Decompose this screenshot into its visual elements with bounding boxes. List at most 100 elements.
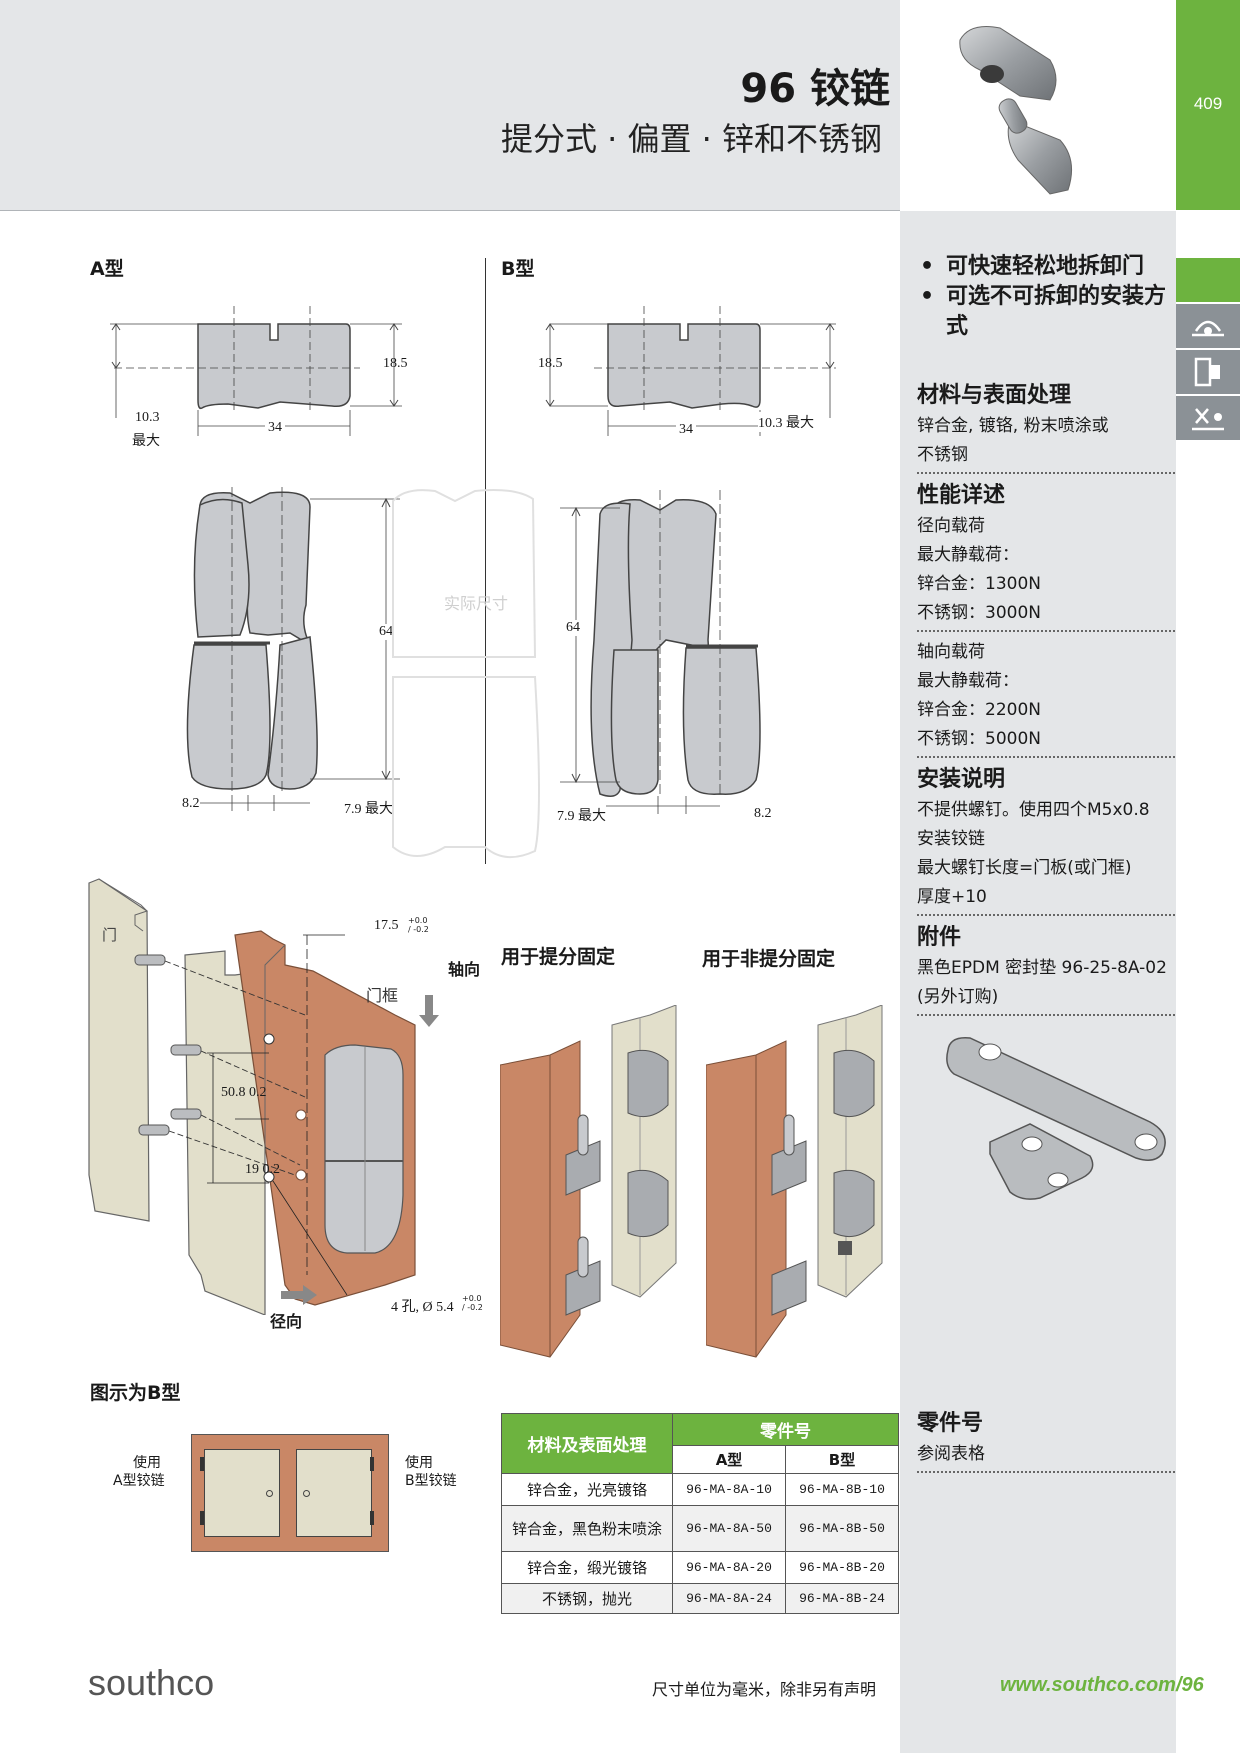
accessory-text: (另外订购): [917, 987, 999, 1007]
material-cell: 锌合金，光亮镀铬: [501, 1473, 673, 1506]
performance-heading: 性能详述: [917, 483, 1006, 508]
tol-17-5: +0.0 / -0.2: [408, 916, 429, 934]
table-header-material: 材料及表面处理: [501, 1413, 673, 1474]
material-text: 不锈钢: [917, 445, 968, 465]
divider: [917, 756, 1175, 758]
type-a-label: A型: [90, 258, 124, 280]
tol-holes: +0.0 / -0.2: [462, 1294, 483, 1312]
type-a-front-view: [170, 485, 410, 829]
spec-sections: 材料与表面处理 锌合金, 镀铬, 粉末喷涂或 不锈钢 性能详述 径向载荷 最大静…: [917, 376, 1177, 1022]
material-cell: 锌合金，黑色粉末喷涂: [501, 1505, 673, 1552]
radial-label: 径向: [270, 1312, 303, 1331]
divider: [917, 914, 1175, 916]
door-diagram-frame: [191, 1434, 389, 1552]
dim-height: 18.5: [538, 356, 563, 371]
page-tab: [1176, 0, 1240, 210]
dim-holes: 4 孔, Ø 5.4: [391, 1300, 454, 1315]
table-row: 锌合金，黑色粉末喷涂 96-MA-8A-50 96-MA-8B-50: [501, 1505, 899, 1552]
table-header-partnum: 零件号: [672, 1413, 899, 1446]
shown-type-b-label: 图示为B型: [90, 1382, 181, 1404]
dim-hole-spacing-inner: 19 0.2: [245, 1162, 280, 1177]
type-a-top-view: [110, 300, 410, 454]
axial-load-label: 轴向载荷: [917, 642, 985, 662]
part-a-cell: 96-MA-8A-20: [672, 1551, 786, 1584]
divider: [917, 1014, 1175, 1016]
column-divider: [485, 258, 486, 864]
door-handle: [303, 1490, 310, 1497]
part-b-cell: 96-MA-8B-24: [785, 1583, 899, 1614]
page-subtitle: 提分式 · 偏置 · 锌和不锈钢: [500, 120, 882, 158]
part-b-cell: 96-MA-8B-10: [785, 1473, 899, 1506]
use-a-label-2: A型铰链: [113, 1473, 165, 1489]
dim-17-5: 17.5: [374, 918, 399, 933]
part-b-cell: 96-MA-8B-50: [785, 1505, 899, 1552]
frame-label: 门框: [366, 986, 399, 1005]
table-row: 锌合金，缎光镀铬 96-MA-8A-20 96-MA-8B-20: [501, 1551, 899, 1584]
accessory-text: 黑色EPDM 密封垫 96-25-8A-02: [917, 958, 1167, 978]
dim-length: 64: [566, 620, 580, 636]
part-a-cell: 96-MA-8A-10: [672, 1473, 786, 1506]
dim-8-2: 8.2: [754, 806, 772, 821]
dim-length: 64: [379, 624, 393, 640]
southco-logo: southco: [88, 1662, 215, 1703]
part-b-cell: 96-MA-8B-20: [785, 1551, 899, 1584]
door-handle: [266, 1490, 273, 1497]
dim-8-2: 8.2: [182, 796, 200, 811]
dim-7-9-max: 7.9 最大: [344, 802, 393, 817]
left-door: [204, 1449, 280, 1537]
use-a-label: 使用: [133, 1455, 161, 1471]
hinge-mark: [200, 1457, 204, 1471]
ss-radial-value: 不锈钢：3000N: [917, 603, 1041, 623]
right-door: [296, 1449, 372, 1537]
table-header-type-b: B型: [785, 1445, 899, 1474]
actual-size-outline: [385, 487, 575, 871]
part-a-cell: 96-MA-8A-24: [672, 1583, 786, 1614]
feature-item: 可快速轻松地拆卸门: [916, 252, 1186, 282]
material-text: 锌合金, 镀铬, 粉末喷涂或: [917, 416, 1109, 436]
install-text: 安装铰链: [917, 829, 985, 849]
hero-product-image: [900, 0, 1176, 210]
zinc-axial-value: 锌合金：2200N: [917, 700, 1041, 720]
install-text: 最大螺钉长度=门板(或门框): [917, 858, 1132, 878]
dim-max-label: 最大: [132, 434, 160, 449]
hinge-mark: [370, 1511, 374, 1525]
divider: [917, 630, 1175, 632]
part-number-table: 材料及表面处理 零件号 A型 B型 锌合金，光亮镀铬 96-MA-8A-10 9…: [501, 1413, 899, 1614]
use-b-label: 使用: [405, 1455, 433, 1471]
feature-item: 可选不可拆卸的安装方式: [916, 282, 1186, 342]
units-note: 尺寸单位为毫米，除非另有声明: [652, 1680, 877, 1699]
axial-label: 轴向: [448, 960, 481, 979]
dim-hole-spacing-outer: 50.8 0.2: [221, 1085, 267, 1100]
max-static-label: 最大静载荷：: [917, 545, 1019, 565]
dim-width: 34: [265, 420, 285, 436]
divider: [917, 472, 1175, 474]
liftoff-label: 用于提分固定: [501, 946, 616, 968]
dim-width: 34: [676, 422, 696, 438]
gasket-image: [940, 1030, 1190, 1214]
dim-offset-max: 10.3 最大: [758, 412, 814, 432]
website-link[interactable]: www.southco.com/96: [1000, 1674, 1204, 1696]
hinge-mark: [370, 1457, 374, 1471]
dim-height: 18.5: [383, 356, 408, 371]
table-row: 锌合金，光亮镀铬 96-MA-8A-10 96-MA-8B-10: [501, 1473, 899, 1506]
install-text: 厚度+10: [917, 887, 987, 907]
non-liftoff-label: 用于非提分固定: [702, 948, 836, 970]
material-cell: 锌合金，缎光镀铬: [501, 1551, 673, 1584]
liftoff-mounting-image: [499, 1004, 680, 1369]
type-b-top-view: [520, 300, 840, 454]
part-a-cell: 96-MA-8A-50: [672, 1505, 786, 1552]
part-number-text: 参阅表格: [917, 1444, 985, 1464]
divider: [917, 1471, 1175, 1473]
header-band: [0, 0, 900, 211]
part-number-section: 零件号 参阅表格: [917, 1404, 1177, 1479]
page-title: 96 铰链: [740, 66, 890, 112]
feature-list: 可快速轻松地拆卸门 可选不可拆卸的安装方式: [916, 252, 1186, 342]
part-number-heading: 零件号: [917, 1411, 984, 1436]
max-static-label: 最大静载荷：: [917, 671, 1019, 691]
latch-category-icon: [1176, 350, 1240, 394]
install-text: 不提供螺钉。使用四个M5x0.8: [917, 800, 1150, 820]
spec-column: [900, 211, 1176, 1753]
page-number: 409: [1193, 94, 1223, 113]
installation-assembly: [85, 875, 485, 1319]
hinge-mark: [200, 1511, 204, 1525]
